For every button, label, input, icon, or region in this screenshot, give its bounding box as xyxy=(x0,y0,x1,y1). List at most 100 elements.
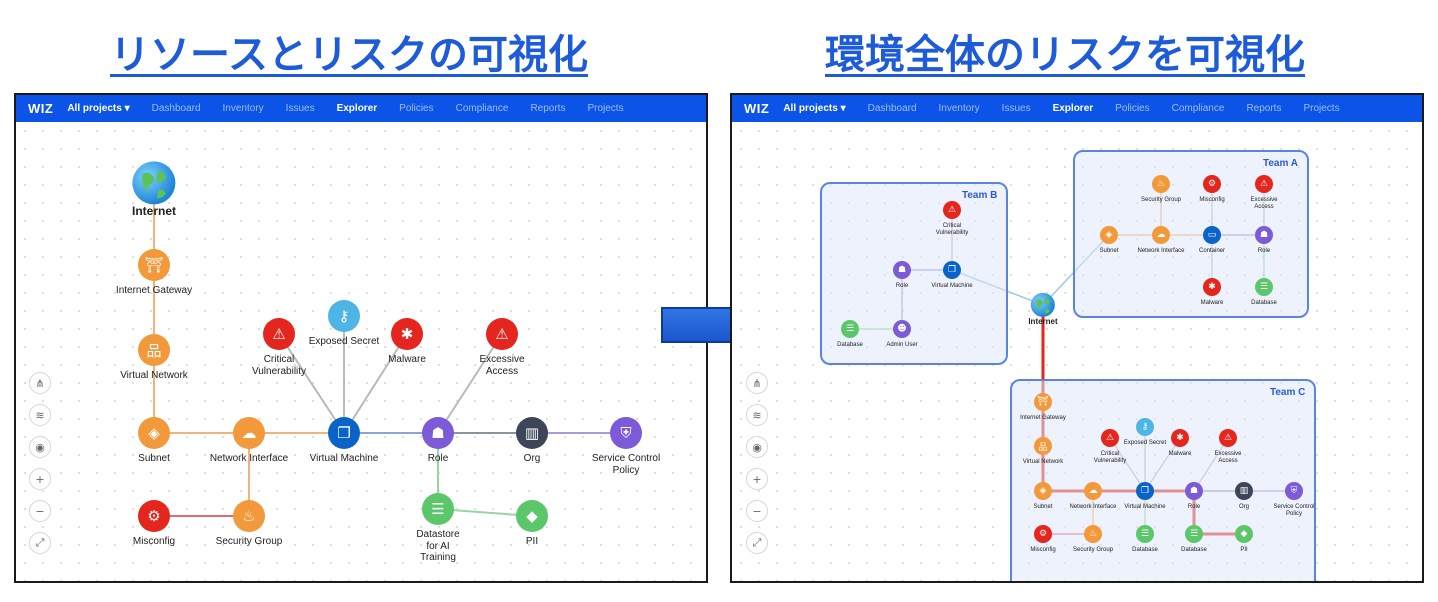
warning-icon[interactable]: ⚠ xyxy=(1219,429,1237,447)
shield-icon[interactable]: ⛨ xyxy=(1285,482,1303,500)
node-label-c_db1: Database xyxy=(1132,547,1158,553)
nav-policies[interactable]: Policies xyxy=(1115,103,1150,114)
node-label-a_con: Container xyxy=(1198,248,1226,254)
database-icon[interactable]: ☰ xyxy=(841,320,859,338)
database-icon[interactable]: ☰ xyxy=(422,493,454,525)
gear-icon[interactable]: ⚙ xyxy=(138,500,170,532)
gateway-icon[interactable]: ⛩ xyxy=(1034,393,1052,411)
building-icon[interactable]: ▥ xyxy=(1235,482,1253,500)
cloud-icon[interactable]: ☁ xyxy=(1152,226,1170,244)
zoom-in-icon[interactable]: + xyxy=(746,468,768,490)
nav-dashboard[interactable]: Dashboard xyxy=(151,103,201,114)
subnet-icon[interactable]: ◈ xyxy=(1034,482,1052,500)
database-icon[interactable]: ☰ xyxy=(1255,278,1273,296)
database-icon[interactable]: ☰ xyxy=(1136,525,1154,543)
node-label-b_crit: Critical Vulnerability xyxy=(935,223,969,236)
nav-policies[interactable]: Policies xyxy=(399,103,434,114)
vm-icon[interactable]: ❐ xyxy=(943,261,961,279)
node-label-c_sub: Subnet xyxy=(1033,504,1053,510)
container-icon[interactable]: ▭ xyxy=(1203,226,1221,244)
zoom-in-icon[interactable]: + xyxy=(29,468,51,490)
node-label-a_sg: Security Group xyxy=(1140,197,1182,203)
bug-icon[interactable]: ✱ xyxy=(391,318,423,350)
node-label-crit: Critical Vulnerability xyxy=(251,354,307,377)
nav-inventory[interactable]: Inventory xyxy=(938,103,980,114)
nav-compliance[interactable]: Compliance xyxy=(455,103,509,114)
nav-reports[interactable]: Reports xyxy=(1246,103,1282,114)
node-label-c_vm: Virtual Machine xyxy=(1124,504,1166,510)
gateway-icon[interactable]: ⛩ xyxy=(138,249,170,281)
edge-crit-vm xyxy=(278,333,345,434)
fire-icon[interactable]: ♨ xyxy=(1152,175,1170,193)
gear-icon[interactable]: ⚙ xyxy=(1203,175,1221,193)
node-label-c_sg: Security Group xyxy=(1072,547,1114,553)
hierarchy-icon[interactable]: ⋔ xyxy=(29,372,51,394)
gem-icon[interactable]: ◆ xyxy=(516,500,548,532)
robot-icon[interactable]: ☗ xyxy=(422,417,454,449)
key-icon[interactable]: ⚷ xyxy=(328,300,360,332)
project-selector[interactable]: All projects ▾ xyxy=(67,103,129,114)
target-icon[interactable]: ◉ xyxy=(746,436,768,458)
key-icon[interactable]: ⚷ xyxy=(1136,418,1154,436)
node-label-malware: Malware xyxy=(388,354,426,365)
network-icon[interactable]: 品 xyxy=(138,334,170,366)
expand-icon[interactable]: ⤢ xyxy=(29,532,51,554)
nav-issues[interactable]: Issues xyxy=(1001,103,1031,114)
nav-compliance[interactable]: Compliance xyxy=(1171,103,1225,114)
robot-icon[interactable]: ☗ xyxy=(1255,226,1273,244)
warning-icon[interactable]: ⚠ xyxy=(1101,429,1119,447)
hierarchy-icon[interactable]: ⋔ xyxy=(746,372,768,394)
team-title: Team A xyxy=(1263,158,1299,169)
building-icon[interactable]: ▥ xyxy=(516,417,548,449)
project-selector[interactable]: All projects ▾ xyxy=(783,103,845,114)
layers-icon[interactable]: ≋ xyxy=(746,404,768,426)
network-icon[interactable]: 品 xyxy=(1034,437,1052,455)
layers-icon[interactable]: ≋ xyxy=(29,404,51,426)
node-label-a_mal: Malware xyxy=(1200,300,1224,306)
fire-icon[interactable]: ♨ xyxy=(233,500,265,532)
vm-icon[interactable]: ❐ xyxy=(1136,482,1154,500)
database-icon[interactable]: ☰ xyxy=(1185,525,1203,543)
cloud-icon[interactable]: ☁ xyxy=(233,417,265,449)
nav-projects[interactable]: Projects xyxy=(1303,103,1340,114)
nav-inventory[interactable]: Inventory xyxy=(222,103,264,114)
nav-projects[interactable]: Projects xyxy=(587,103,624,114)
vm-icon[interactable]: ❐ xyxy=(328,417,360,449)
warning-icon[interactable]: ⚠ xyxy=(263,318,295,350)
nav-issues[interactable]: Issues xyxy=(285,103,315,114)
robot-icon[interactable]: ☗ xyxy=(893,261,911,279)
subnet-icon[interactable]: ◈ xyxy=(138,417,170,449)
node-label-c_pii: PII xyxy=(1240,547,1248,553)
node-label-role: Role xyxy=(427,453,449,464)
shield-icon[interactable]: ⛨ xyxy=(610,417,642,449)
globe-icon[interactable] xyxy=(132,161,176,205)
target-icon[interactable]: ◉ xyxy=(29,436,51,458)
node-label-scp: Service Control Policy xyxy=(591,453,661,476)
nav-explorer[interactable]: Explorer xyxy=(1052,103,1094,114)
gem-icon[interactable]: ◆ xyxy=(1235,525,1253,543)
fire-icon[interactable]: ♨ xyxy=(1084,525,1102,543)
warning-icon[interactable]: ⚠ xyxy=(1255,175,1273,193)
gear-icon[interactable]: ⚙ xyxy=(1034,525,1052,543)
nav-reports[interactable]: Reports xyxy=(530,103,566,114)
cloud-icon[interactable]: ☁ xyxy=(1084,482,1102,500)
node-label-a_db: Database xyxy=(1251,300,1277,306)
globe-icon[interactable] xyxy=(1030,292,1056,318)
user-icon[interactable]: ☻ xyxy=(893,320,911,338)
edge-excess-role xyxy=(437,333,503,434)
subnet-icon[interactable]: ◈ xyxy=(1100,226,1118,244)
zoom-out-icon[interactable]: − xyxy=(29,500,51,522)
warning-icon[interactable]: ⚠ xyxy=(486,318,518,350)
warning-icon[interactable]: ⚠ xyxy=(943,201,961,219)
expand-icon[interactable]: ⤢ xyxy=(746,532,768,554)
nav-explorer[interactable]: Explorer xyxy=(336,103,378,114)
bug-icon[interactable]: ✱ xyxy=(1171,429,1189,447)
zoom-out-icon[interactable]: − xyxy=(746,500,768,522)
robot-icon[interactable]: ☗ xyxy=(1185,482,1203,500)
nav-dashboard[interactable]: Dashboard xyxy=(867,103,917,114)
bug-icon[interactable]: ✱ xyxy=(1203,278,1221,296)
